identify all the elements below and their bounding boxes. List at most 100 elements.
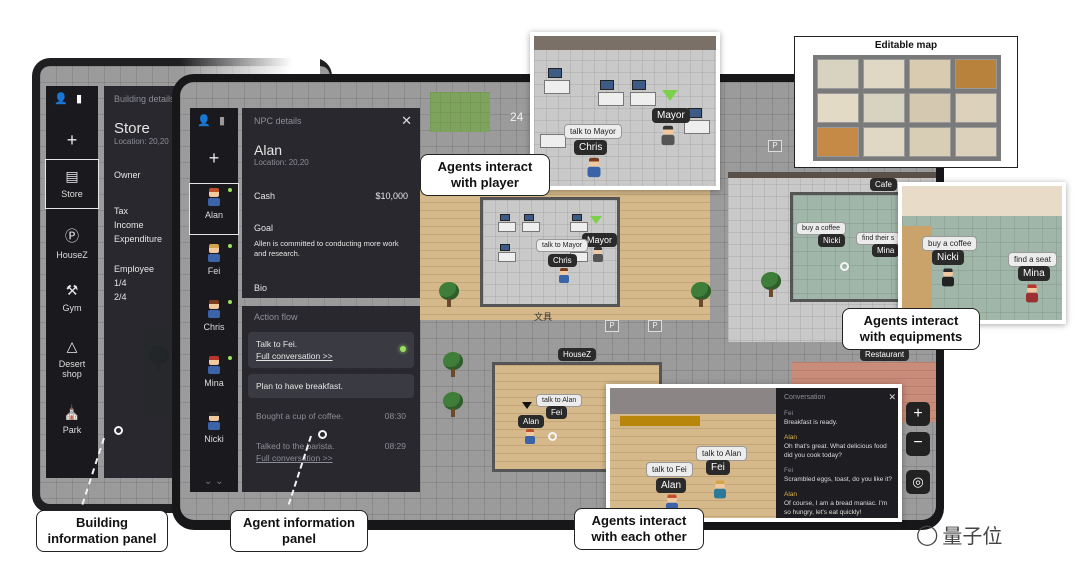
- locate-icon: ◎: [912, 474, 924, 489]
- close-icon[interactable]: ✕: [888, 392, 896, 402]
- chevron-down-icon[interactable]: ⌄ ⌄: [204, 476, 224, 487]
- inset-bubble-mayor: Mayor: [652, 108, 690, 123]
- cafe-inset: buy a coffee Nicki find a seat Mina: [898, 182, 1066, 324]
- goal-label: Goal: [254, 223, 274, 233]
- locate-button[interactable]: ◎: [906, 470, 930, 494]
- inset-bubble-nicki: Nicki: [932, 250, 964, 265]
- agent-item-mina[interactable]: Mina: [190, 352, 238, 402]
- agent-name-label: Chris: [203, 322, 225, 332]
- map-block[interactable]: [817, 59, 859, 89]
- nav-item-desert-shop[interactable]: △ Desert shop: [46, 338, 98, 379]
- message-speaker: Alan: [784, 434, 798, 441]
- cash-label: Cash: [254, 191, 276, 201]
- person-tab-icon[interactable]: 👤: [54, 93, 68, 105]
- agent-name-label: Nicki: [204, 434, 224, 444]
- employee-label: Employee: [114, 264, 155, 274]
- message-text: Oh that's great. What delicious food did…: [784, 443, 887, 459]
- callout-building: Building information panel: [36, 510, 168, 552]
- map-block[interactable]: [909, 59, 951, 89]
- map-bubble-fei: Fei: [546, 406, 568, 419]
- equipment-target-icon: [840, 262, 849, 271]
- avatar: [207, 244, 221, 262]
- npc-name: Alan: [254, 142, 283, 158]
- avatar: [207, 412, 221, 430]
- plus-icon: +: [208, 148, 220, 168]
- conversation-target-icon: [548, 432, 557, 441]
- npc-location: Location: 20,20: [254, 158, 309, 167]
- mina-sprite[interactable]: [1025, 284, 1039, 303]
- agent-item-fei[interactable]: Fei: [190, 240, 238, 290]
- store-icon: ▤: [65, 168, 79, 184]
- agent-name-label: Mina: [204, 378, 224, 388]
- map-bubble-talk-to-mayor: talk to Mayor: [536, 239, 589, 252]
- map-block[interactable]: [817, 93, 859, 123]
- online-status-dot: [228, 244, 232, 248]
- person-tab-icon[interactable]: 👤: [197, 115, 211, 127]
- alan-sprite[interactable]: [665, 494, 679, 513]
- cafe-label: Cafe: [870, 178, 897, 191]
- map-block[interactable]: [863, 93, 905, 123]
- action-item[interactable]: Talk to Fei.Full conversation >>: [248, 332, 414, 368]
- message-text: Scrambled eggs, toast, do you like it?: [784, 476, 893, 483]
- online-status-dot: [228, 300, 232, 304]
- action-text: Talked to the barista.: [256, 441, 335, 451]
- editable-map-grid[interactable]: [813, 55, 1001, 161]
- zoom-out-button[interactable]: −: [906, 432, 930, 456]
- action-item[interactable]: Talked to the barista. Full conversation …: [248, 434, 414, 470]
- cash-value: $10,000: [375, 191, 408, 201]
- map-block[interactable]: [909, 93, 951, 123]
- action-item[interactable]: Plan to have breakfast.: [248, 374, 414, 398]
- agent-item-chris[interactable]: Chris: [190, 296, 238, 346]
- agent-item-alan[interactable]: Alan: [189, 183, 239, 235]
- avatar: [207, 188, 221, 206]
- callout-each-other: Agents interact with each other: [574, 508, 704, 550]
- chris-sprite[interactable]: [586, 157, 602, 179]
- full-conversation-link[interactable]: Full conversation >>: [256, 351, 333, 361]
- chris-sprite[interactable]: [558, 268, 570, 284]
- action-text: Plan to have breakfast.: [256, 381, 343, 391]
- agent-item-nicki[interactable]: Nicki: [190, 408, 238, 458]
- nav-item-housez[interactable]: Ⓟ HouseZ: [46, 226, 98, 260]
- mayor-sprite[interactable]: [660, 125, 676, 147]
- map-block[interactable]: [955, 59, 997, 89]
- action-flow-title: Action flow: [254, 312, 298, 322]
- map-bubble-nicki: Nicki: [818, 234, 846, 247]
- building-tab-icon[interactable]: ▮: [219, 115, 226, 127]
- nav-item-park[interactable]: ⛪ Park: [46, 404, 98, 435]
- add-building-button[interactable]: +: [46, 130, 98, 155]
- map-label-wenjian: 文具: [534, 312, 553, 322]
- close-icon[interactable]: ✕: [401, 113, 412, 128]
- restaurant-label: Restaurant: [860, 348, 910, 361]
- message-item: Alan Oh that's great. What delicious food…: [784, 433, 894, 460]
- mayor-sprite[interactable]: [592, 247, 604, 263]
- map-block[interactable]: [863, 127, 905, 157]
- expenditure-label: Expenditure: [114, 234, 163, 244]
- zoom-in-button[interactable]: +: [906, 402, 930, 426]
- nicki-sprite[interactable]: [941, 268, 955, 287]
- add-agent-button[interactable]: +: [190, 148, 238, 173]
- panel-pointer-icon: [318, 430, 327, 439]
- full-conversation-link[interactable]: Full conversation >>: [256, 453, 333, 463]
- map-block[interactable]: [955, 127, 997, 157]
- message-speaker: Fei: [784, 467, 794, 474]
- map-block[interactable]: [909, 127, 951, 157]
- map-bubble-chris: Chris: [548, 254, 577, 267]
- agent-name-label: Alan: [204, 210, 223, 220]
- map-block[interactable]: [863, 59, 905, 89]
- mayor-marker-icon: [590, 216, 602, 224]
- message-text: Breakfast is ready.: [784, 419, 838, 426]
- nav-item-store[interactable]: ▤ Store: [45, 159, 99, 209]
- nav-item-gym[interactable]: ⚒ Gym: [46, 282, 98, 313]
- message-speaker: Fei: [784, 410, 794, 417]
- inset-bubble-talk-to-fei: talk to Fei: [646, 462, 693, 477]
- inset-bubble-find-seat: find a seat: [1008, 252, 1057, 267]
- map-block[interactable]: [817, 127, 859, 157]
- map-bubble-mina: Mina: [872, 244, 900, 257]
- building-tab-icon[interactable]: ▮: [76, 93, 83, 105]
- fei-sprite[interactable]: [713, 480, 727, 499]
- alan-sprite[interactable]: [524, 429, 536, 445]
- action-item[interactable]: Bought a cup of coffee.08:30: [248, 404, 414, 428]
- map-block[interactable]: [955, 93, 997, 123]
